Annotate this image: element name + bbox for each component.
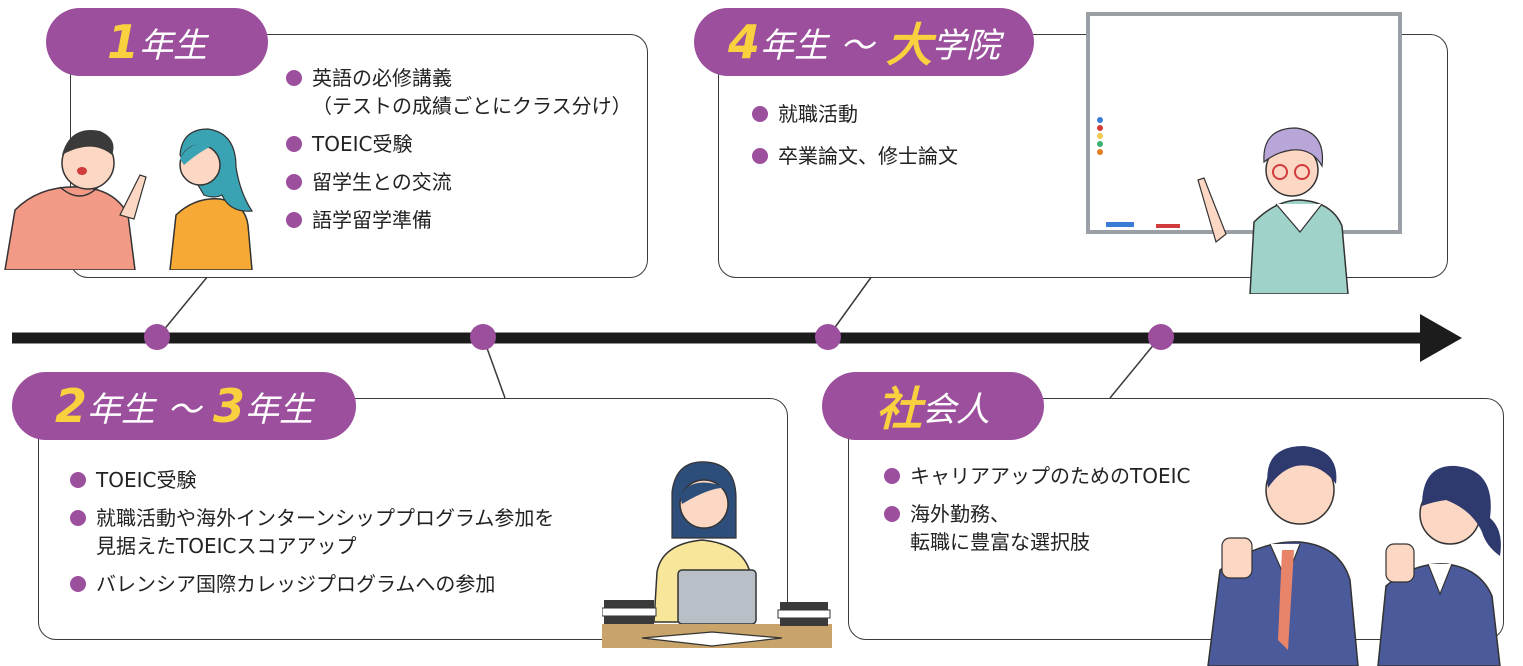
- two-students-illustration: [4, 128, 254, 270]
- list-item-subtext: （テストの成績ごとにクラス分け）: [312, 94, 632, 118]
- stage-year1-list: 英語の必修講義（テストの成績ごとにクラス分け） TOEIC受験 留学生との交流 …: [286, 64, 632, 244]
- stage-year2-3-pill: 2 年生 ～ 3 年生: [12, 372, 356, 440]
- stage-year4-number: 4: [727, 15, 760, 69]
- timeline-arrowhead: [1420, 314, 1462, 362]
- list-item: TOEIC受験: [286, 130, 632, 158]
- stage-year4-pill: 4 年生 ～ 大 学院: [694, 8, 1034, 76]
- connector-year1: [157, 275, 209, 338]
- list-item-text: キャリアアップのためのTOEIC: [910, 464, 1191, 488]
- stage-work-text: 会人: [922, 389, 990, 430]
- list-item: 英語の必修講義 （テストの成績ごとにクラス分け）: [286, 64, 632, 120]
- stage-year1-number: 1: [106, 15, 139, 69]
- stage-year1-pill: 1 年生: [46, 8, 268, 76]
- list-item: 語学留学準備: [286, 206, 632, 234]
- stage-year2-3-number1: 2: [54, 379, 87, 433]
- bullet-dot: [286, 174, 302, 190]
- list-item: 就職活動: [752, 100, 958, 128]
- list-item-text: 卒業論文、修士論文: [778, 144, 958, 168]
- connector-work: [1109, 336, 1161, 399]
- stage-year2-3-text1: 年生: [87, 389, 155, 430]
- stage-year4-separator: ～: [840, 25, 874, 66]
- bullet-dot: [70, 510, 86, 526]
- bullet-dot: [752, 106, 768, 122]
- stage-work-highlight: 社: [876, 382, 922, 436]
- stage-year1-text: 年生: [139, 25, 207, 66]
- list-item-text: 語学留学準備: [312, 208, 432, 232]
- stage-year2-3-text2: 年生: [245, 389, 314, 430]
- timeline-marker-work: [1148, 324, 1174, 350]
- list-item: バレンシア国際カレッジプログラムへの参加: [70, 570, 554, 598]
- stage-year2-3-number2: 3: [213, 379, 246, 433]
- bullet-dot: [286, 70, 302, 86]
- teacher-whiteboard-illustration: [1086, 12, 1402, 294]
- list-item-text: TOEIC受験: [312, 132, 413, 156]
- timeline-marker-year4: [815, 324, 841, 350]
- list-item: キャリアアップのためのTOEIC: [884, 462, 1190, 490]
- bullet-dot: [70, 472, 86, 488]
- timeline-marker-year2-3: [470, 324, 496, 350]
- stage-year2-3-list: TOEIC受験 就職活動や海外インターンシッププログラム参加を見据えたTOEIC…: [70, 466, 554, 608]
- list-item-text: 留学生との交流: [312, 170, 452, 194]
- stage-year4-highlight: 大: [886, 18, 932, 72]
- stage-year2-3-separator: ～: [167, 389, 201, 430]
- bullet-dot: [884, 506, 900, 522]
- bullet-dot: [286, 212, 302, 228]
- list-item-text: 英語の必修講義: [312, 66, 452, 90]
- bullet-dot: [884, 468, 900, 484]
- list-item: 留学生との交流: [286, 168, 632, 196]
- list-item-text: 就職活動や海外インターンシッププログラム参加を: [96, 506, 555, 530]
- stage-year4-list: 就職活動 卒業論文、修士論文: [752, 100, 958, 180]
- timeline-marker-year1: [144, 324, 170, 350]
- list-item-text: バレンシア国際カレッジプログラムへの参加: [96, 572, 496, 596]
- stage-year4-text1: 年生: [760, 25, 828, 66]
- list-item-subtext: 見据えたTOEICスコアアップ: [96, 534, 357, 558]
- bullet-dot: [752, 148, 768, 164]
- list-item: 卒業論文、修士論文: [752, 142, 958, 170]
- list-item-text: 海外勤務、: [910, 502, 1010, 526]
- student-laptop-illustration: [602, 461, 832, 648]
- list-item-text: TOEIC受験: [96, 468, 197, 492]
- list-item: 就職活動や海外インターンシッププログラム参加を見据えたTOEICスコアアップ: [70, 504, 554, 560]
- bullet-dot: [286, 136, 302, 152]
- list-item-text: 就職活動: [778, 102, 858, 126]
- business-people-illustration: [1207, 446, 1501, 666]
- list-item: 海外勤務、転職に豊富な選択肢: [884, 500, 1190, 556]
- stage-year4-text2: 学院: [932, 25, 1000, 66]
- stage-work-list: キャリアアップのためのTOEIC 海外勤務、転職に豊富な選択肢: [884, 462, 1190, 566]
- list-item: TOEIC受験: [70, 466, 554, 494]
- stage-work-pill: 社 会人: [822, 372, 1044, 440]
- bullet-dot: [70, 576, 86, 592]
- list-item-subtext: 転職に豊富な選択肢: [910, 530, 1090, 554]
